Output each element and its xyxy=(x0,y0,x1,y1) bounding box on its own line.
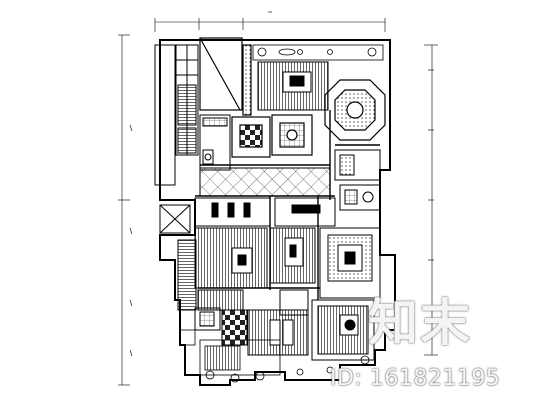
living-dining xyxy=(194,197,381,299)
left-dimension-line xyxy=(118,34,133,386)
tiled-hall xyxy=(199,167,331,197)
top-dimension-line xyxy=(154,11,386,32)
right-dimension-line xyxy=(424,44,438,356)
watermark-logo: 知末 xyxy=(368,294,472,352)
stair-core xyxy=(154,44,199,186)
elevator-shaft xyxy=(159,204,191,234)
study-room xyxy=(231,114,313,158)
top-left-room xyxy=(199,37,252,116)
kitchen xyxy=(199,114,231,171)
interior-partitions xyxy=(195,110,380,300)
bottom-rooms xyxy=(247,289,375,361)
watermark-id: ID: 161821195 xyxy=(330,366,501,391)
exterior-walls xyxy=(159,39,396,386)
top-terrace xyxy=(252,44,384,61)
bottom-terrace xyxy=(179,329,370,383)
octagon-room xyxy=(324,79,386,141)
bottom-left-room xyxy=(177,239,248,346)
service-rooms xyxy=(334,149,381,211)
master-room xyxy=(257,61,329,111)
